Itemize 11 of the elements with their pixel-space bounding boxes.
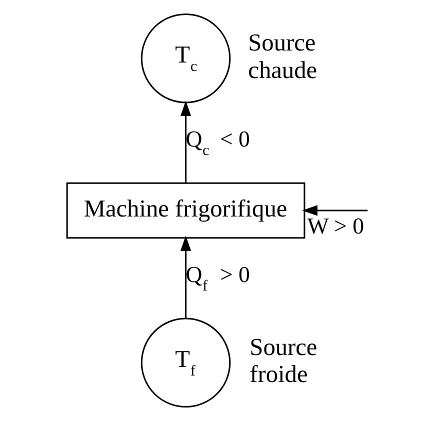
node-circle: T$_{f}$ <box>140 318 231 408</box>
node-circle: T$_{c}$ <box>140 13 231 104</box>
edge-label: W > 0 <box>307 213 364 238</box>
edge-label: Q$_{c}$ < 0 <box>186 126 250 160</box>
arrow <box>302 205 368 216</box>
node-box: Machine frigorifique <box>66 182 306 239</box>
edge-label: Q$_{f}$ > 0 <box>186 262 250 295</box>
arrow <box>180 236 192 318</box>
node-label: Source froide <box>250 334 318 388</box>
node-label: Source chaude <box>248 29 318 84</box>
arrow <box>180 100 192 183</box>
